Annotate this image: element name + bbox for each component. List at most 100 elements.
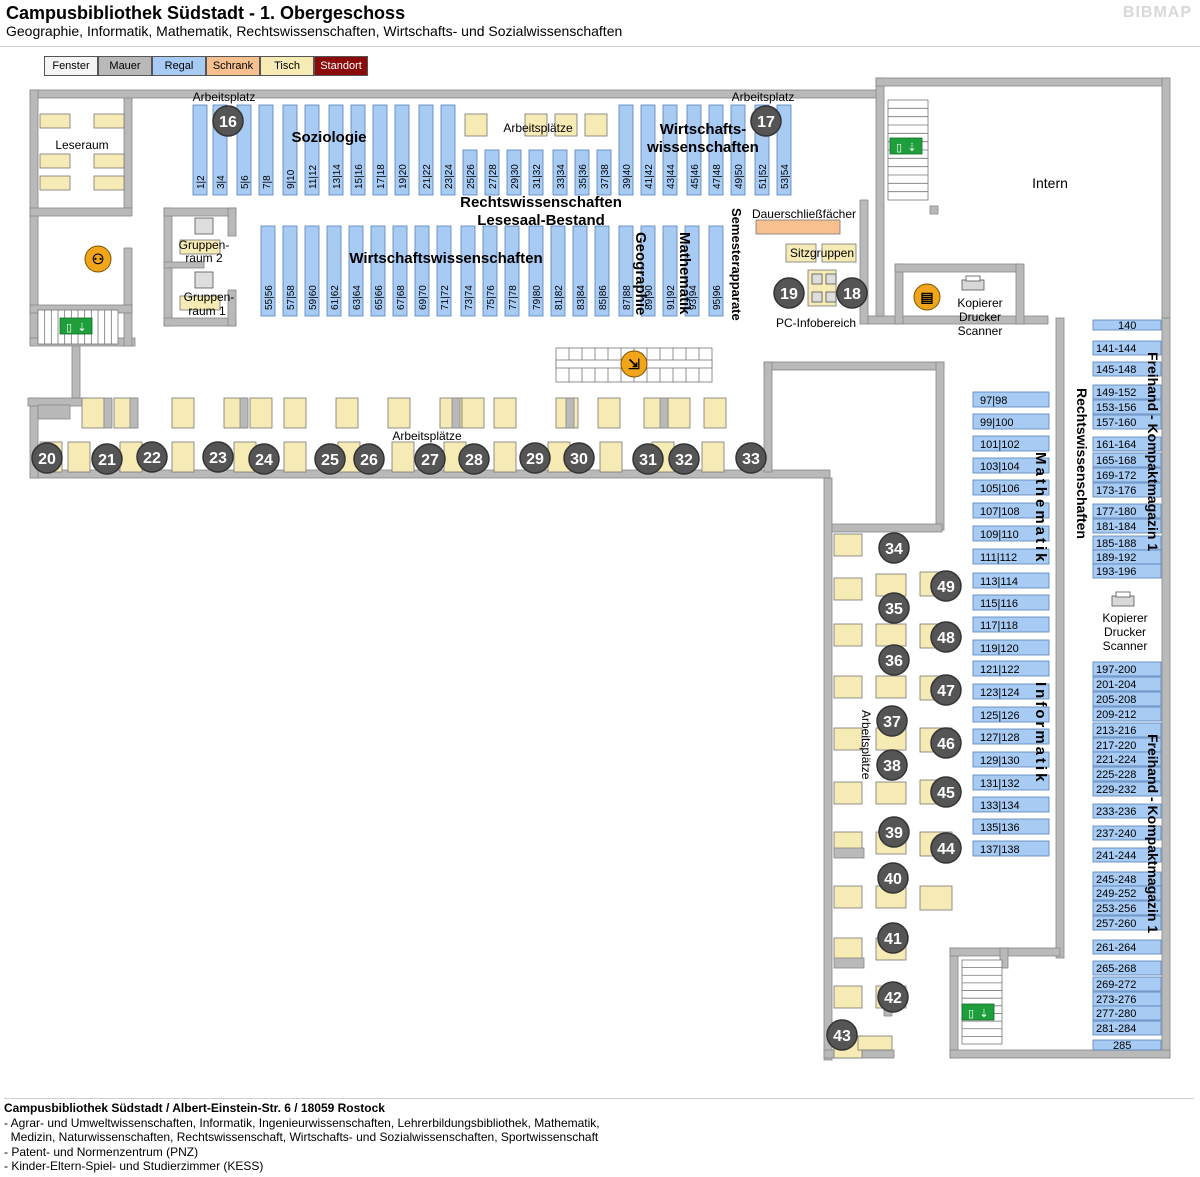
- location-marker-25: [314, 443, 346, 475]
- shelf-mid-6: [392, 225, 408, 317]
- room-label-gruppenraum-1: Gruppen-: [184, 290, 235, 304]
- elevator-icon-glyph: ▤: [920, 289, 933, 305]
- staircase: [961, 959, 1003, 1045]
- shelf-top-21: [662, 104, 678, 196]
- location-marker-label: 29: [526, 451, 544, 468]
- table: [283, 397, 307, 429]
- shelf-math-19: [972, 818, 1050, 835]
- shelf-math-label: 127|128: [980, 732, 1020, 744]
- table: [833, 985, 863, 1009]
- location-marker-35: [878, 592, 910, 624]
- location-marker-label: 36: [885, 653, 903, 670]
- shelf-kompakt-label: 145-148: [1096, 364, 1136, 376]
- shelf-math-label: 113|114: [980, 576, 1018, 588]
- table: [391, 441, 415, 473]
- shelf-mid-2-label: 59|60: [308, 285, 319, 310]
- shelf-kompakt-7: [1092, 452, 1162, 468]
- shelf-kompakt2-11: [1092, 847, 1162, 863]
- shelf-top-7-label: 15|16: [354, 164, 365, 189]
- shelf-kompakt-label: 177-180: [1096, 506, 1136, 518]
- section-label-mathematik: Mathematik: [676, 232, 693, 315]
- shelf-kompakt-label: 149-152: [1096, 387, 1136, 399]
- legend-item-tisch: Tisch: [260, 56, 314, 76]
- table: [833, 885, 863, 909]
- shelf-kompakt2-label: 269-272: [1096, 979, 1136, 991]
- shelf-top-10-label: 21|22: [422, 164, 433, 189]
- shelf-math-label: 131|132: [980, 778, 1020, 790]
- shelf-math-5: [972, 502, 1050, 519]
- shelf-kompakt2-label: 209-212: [1096, 709, 1136, 721]
- table: [833, 533, 863, 557]
- shelf-top-20: [640, 104, 656, 196]
- wall: [999, 947, 1009, 969]
- location-marker-29: [519, 442, 551, 474]
- shelf-top-11-label: 23|24: [444, 164, 455, 189]
- shelf-kompakt2-label: 241-244: [1096, 850, 1136, 862]
- table: [584, 113, 608, 137]
- shelf-math-label: 133|134: [980, 800, 1020, 812]
- shelf-kompakt-1: [1092, 340, 1162, 356]
- table: [554, 113, 578, 137]
- shelf-mid-18-label: 91|92: [666, 285, 677, 310]
- table: [667, 397, 691, 429]
- header: Campusbibliothek Südstadt - 1. Obergesch…: [0, 0, 1200, 47]
- shelf-mid-19-label: 93|94: [688, 285, 699, 310]
- table: [857, 1035, 893, 1051]
- shelf-math-label: 107|108: [980, 506, 1020, 518]
- pc-icon: [811, 291, 823, 303]
- wall: [929, 205, 939, 215]
- table: [283, 441, 307, 473]
- shelf-top-24: [730, 104, 746, 196]
- location-marker-32: [668, 443, 700, 475]
- shelf-math-label: 111|112: [980, 552, 1017, 564]
- shelf-mid-14: [572, 225, 588, 317]
- shelf-math-12: [972, 660, 1050, 677]
- section-label-rewi: Rechtswissenschaften: [1074, 388, 1090, 539]
- wall: [823, 477, 833, 1061]
- location-marker-41: [877, 922, 909, 954]
- shelf-mid-20: [708, 225, 724, 317]
- wall: [875, 77, 1169, 87]
- shelf-kompakt2-label: 245-248: [1096, 874, 1136, 886]
- location-marker-label: 28: [465, 452, 483, 469]
- shelf-mid-18: [662, 225, 678, 317]
- wall: [1161, 317, 1171, 1059]
- section-label-mathematik: Mathematik: [1032, 452, 1049, 565]
- shelf-kompakt2-label: 217-220: [1096, 740, 1136, 752]
- location-marker-label: 16: [219, 114, 237, 131]
- location-marker-42: [877, 981, 909, 1013]
- copier-icon: [1111, 595, 1135, 607]
- location-marker-46: [930, 727, 962, 759]
- table: [179, 239, 221, 255]
- shelf-math-1: [972, 413, 1050, 430]
- shelf-kompakt2-label: 213-216: [1096, 725, 1136, 737]
- table: [387, 397, 411, 429]
- wall-divider: [451, 397, 461, 429]
- table: [171, 441, 195, 473]
- location-marker-31: [632, 443, 664, 475]
- shelf-top-15: [528, 149, 544, 196]
- legend-item-regal: Regal: [152, 56, 206, 76]
- exit-arrow-glyph: ⇣: [907, 142, 916, 154]
- elevator-icon: [913, 283, 941, 311]
- location-marker-30: [563, 442, 595, 474]
- shelf-mid-6-label: 67|68: [396, 285, 407, 310]
- shelf-mid-19: [684, 225, 700, 317]
- shelf-top-0-label: 1|2: [196, 175, 207, 189]
- shelf-kompakt2-21: [1092, 1020, 1162, 1036]
- wall: [949, 947, 959, 1059]
- shelf-kompakt-14: [1092, 563, 1162, 579]
- shelf-mid-0: [260, 225, 276, 317]
- label-copier-right: Drucker: [1104, 625, 1146, 639]
- shelf-mid-0-label: 55|56: [264, 285, 275, 310]
- legend-item-fenster: Fenster: [44, 56, 98, 76]
- location-marker-34: [878, 532, 910, 564]
- location-marker-label: 34: [885, 541, 903, 558]
- wall: [875, 77, 885, 322]
- table: [599, 441, 623, 473]
- shelf-kompakt-label: 169-172: [1096, 470, 1136, 482]
- shelf-mid-7: [414, 225, 430, 317]
- location-marker-label: 33: [742, 451, 760, 468]
- wall: [29, 207, 133, 217]
- shelf-kompakt2-22: [1092, 1039, 1162, 1051]
